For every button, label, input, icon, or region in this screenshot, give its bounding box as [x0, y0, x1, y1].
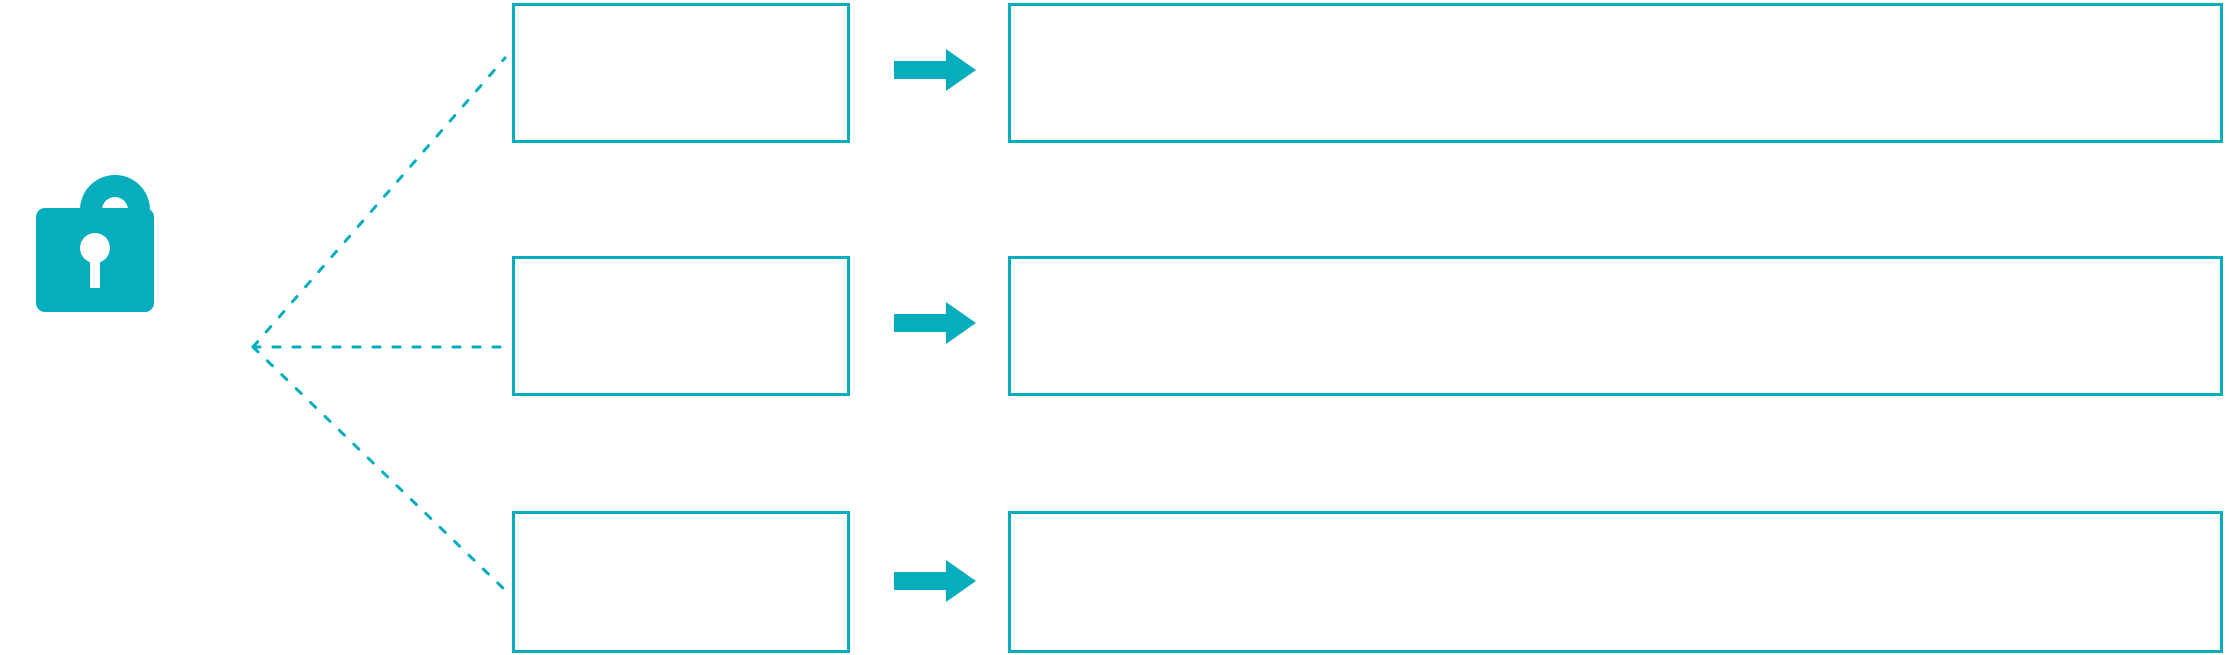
arrow-right-icon-2 — [894, 300, 976, 346]
stage-box-2[interactable] — [512, 256, 850, 396]
lock-icon — [30, 150, 200, 320]
arrow-right-icon-3 — [894, 558, 976, 604]
stage-box-1[interactable] — [512, 3, 850, 143]
result-box-3[interactable] — [1008, 511, 2223, 653]
dashed-connector-down — [251, 345, 507, 592]
arrow-right-icon-1 — [894, 47, 976, 93]
result-box-1[interactable] — [1008, 3, 2223, 143]
stage-box-3[interactable] — [512, 511, 850, 653]
dashed-connector-up — [251, 56, 507, 349]
result-box-2[interactable] — [1008, 256, 2223, 396]
